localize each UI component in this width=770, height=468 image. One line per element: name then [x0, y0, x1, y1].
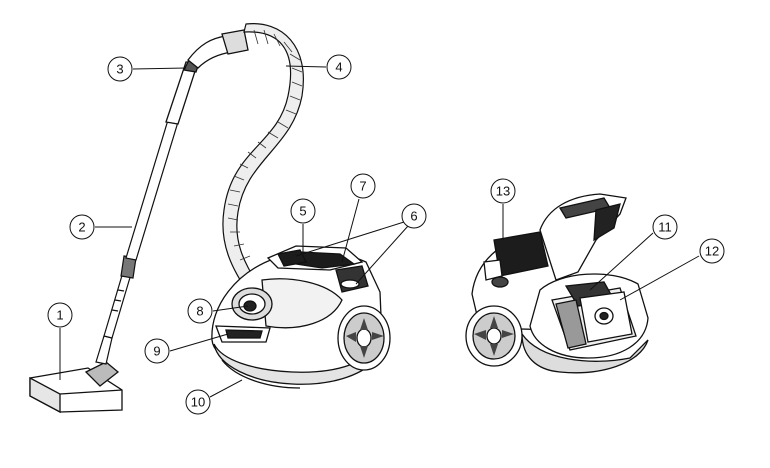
callout-number: 8: [196, 304, 203, 319]
callout-circle: [490, 178, 516, 204]
telescopic-tube: [95, 119, 179, 365]
callout-leader-line: [619, 255, 700, 301]
callout-number: 11: [658, 220, 672, 235]
callout-number: 13: [496, 184, 510, 199]
side-wheel: [465, 305, 523, 367]
handle: [165, 29, 249, 125]
callout-3: 3: [107, 56, 187, 82]
callout-7: 7: [341, 173, 376, 263]
callout-10: 10: [185, 379, 243, 415]
open-vacuum-body: [471, 193, 649, 374]
callout-2: 2: [69, 214, 132, 240]
callout-number: 2: [78, 220, 85, 235]
callout-circle: [69, 214, 95, 240]
callout-5: 5: [290, 198, 316, 252]
callout-circle: [290, 198, 316, 224]
rear-wheel: [337, 305, 391, 371]
callout-leader-line: [212, 305, 249, 312]
callout-circle: [107, 56, 133, 82]
callout-circle: [652, 214, 678, 240]
callout-leader-line: [295, 221, 405, 257]
callout-4: 4: [285, 54, 352, 80]
callout-6: 6: [295, 203, 427, 285]
callout-11: 11: [589, 214, 678, 291]
callout-number: 6: [410, 209, 417, 224]
callout-circle: [144, 338, 170, 364]
callout-number: 5: [299, 204, 306, 219]
callout-9: 9: [144, 333, 229, 364]
callout-leader-line: [132, 67, 187, 70]
callout-leader-line: [285, 65, 327, 68]
callout-number: 4: [335, 60, 342, 75]
callout-number: 10: [191, 395, 205, 410]
callout-number: 3: [116, 62, 123, 77]
callout-circle: [187, 298, 213, 324]
callout-number: 7: [359, 179, 366, 194]
callout-number: 12: [705, 244, 719, 259]
callout-leader-line: [341, 198, 360, 263]
callout-circle: [185, 389, 211, 415]
callout-circle: [326, 54, 352, 80]
callout-leader-line: [209, 379, 243, 398]
callout-circle: [47, 302, 73, 328]
callout-13: 13: [490, 178, 516, 240]
callout-12: 12: [619, 238, 725, 301]
callout-circle: [699, 238, 725, 264]
callout-8: 8: [187, 298, 249, 324]
callout-number: 1: [56, 308, 63, 323]
callout-circle: [350, 173, 376, 199]
floor-nozzle: [29, 361, 123, 414]
callout-number: 9: [153, 344, 160, 359]
callout-1: 1: [47, 302, 73, 380]
callout-leader-line: [169, 333, 229, 352]
callout-circle: [401, 203, 427, 229]
callout-leader-line: [589, 232, 654, 291]
callout-leader-line: [355, 225, 409, 285]
